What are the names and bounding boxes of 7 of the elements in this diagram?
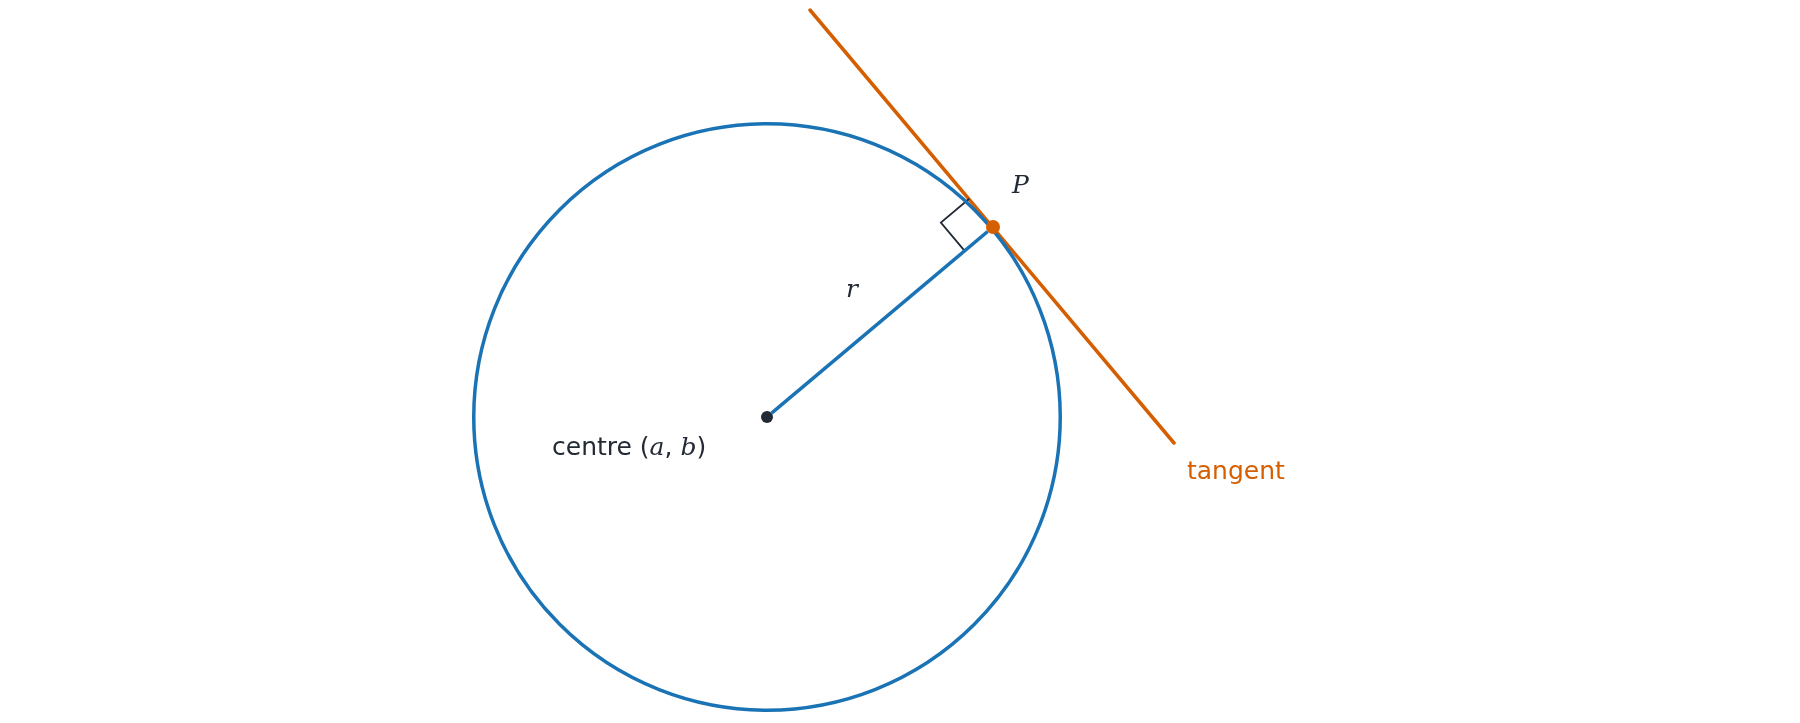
- tangent-point: [986, 220, 1000, 234]
- tangent-label: tangent: [1187, 456, 1285, 485]
- point-label: P: [1012, 170, 1029, 199]
- centre-label: centre (a, b): [552, 432, 707, 461]
- radius-line: [770, 230, 989, 415]
- centre-point: [761, 411, 773, 423]
- radius-label: r: [846, 274, 858, 303]
